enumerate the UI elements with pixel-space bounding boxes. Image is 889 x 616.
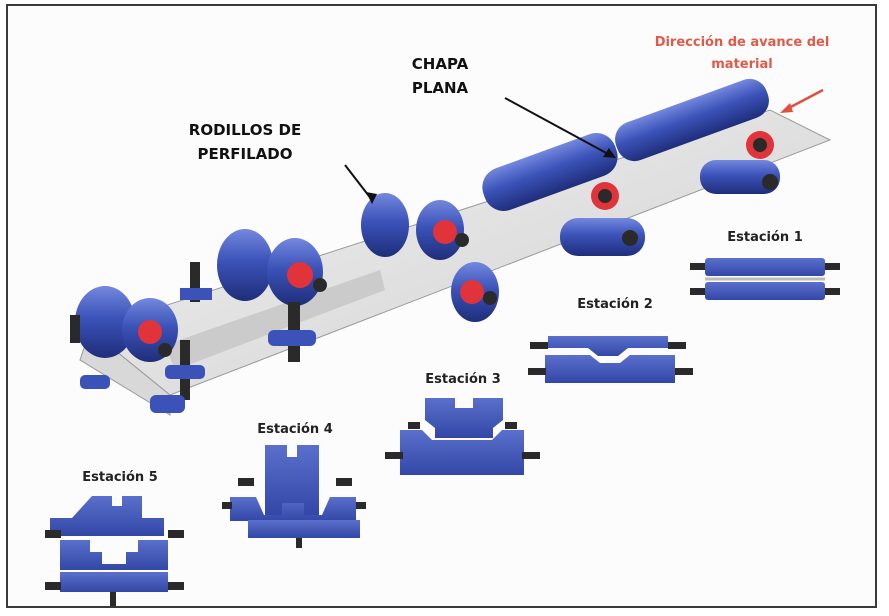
station-5-section <box>45 496 184 606</box>
annotation-arrows <box>344 88 824 204</box>
station-1-section <box>690 258 840 300</box>
roller-pair-3 <box>361 193 499 322</box>
station-4-label: Estación 4 <box>257 422 333 437</box>
station-1-label: Estación 1 <box>727 230 803 245</box>
station-5-label: Estación 5 <box>82 470 158 485</box>
roller-pair-5 <box>70 286 205 413</box>
station-3-label: Estación 3 <box>425 372 501 387</box>
station-4-section <box>222 445 366 548</box>
station-2-label: Estación 2 <box>577 297 653 312</box>
profiling-rolls-label: RODILLOS DE PERFILADO <box>188 121 302 163</box>
roller-pair-1 <box>615 78 780 194</box>
roller-pair-4 <box>180 229 327 362</box>
direction-label: Dirección de avance del material <box>654 35 830 72</box>
station-3-section <box>385 398 540 475</box>
flat-sheet-label: CHAPA PLANA <box>411 55 469 97</box>
roller-pair-2 <box>482 133 645 256</box>
station-2-section <box>528 336 693 383</box>
